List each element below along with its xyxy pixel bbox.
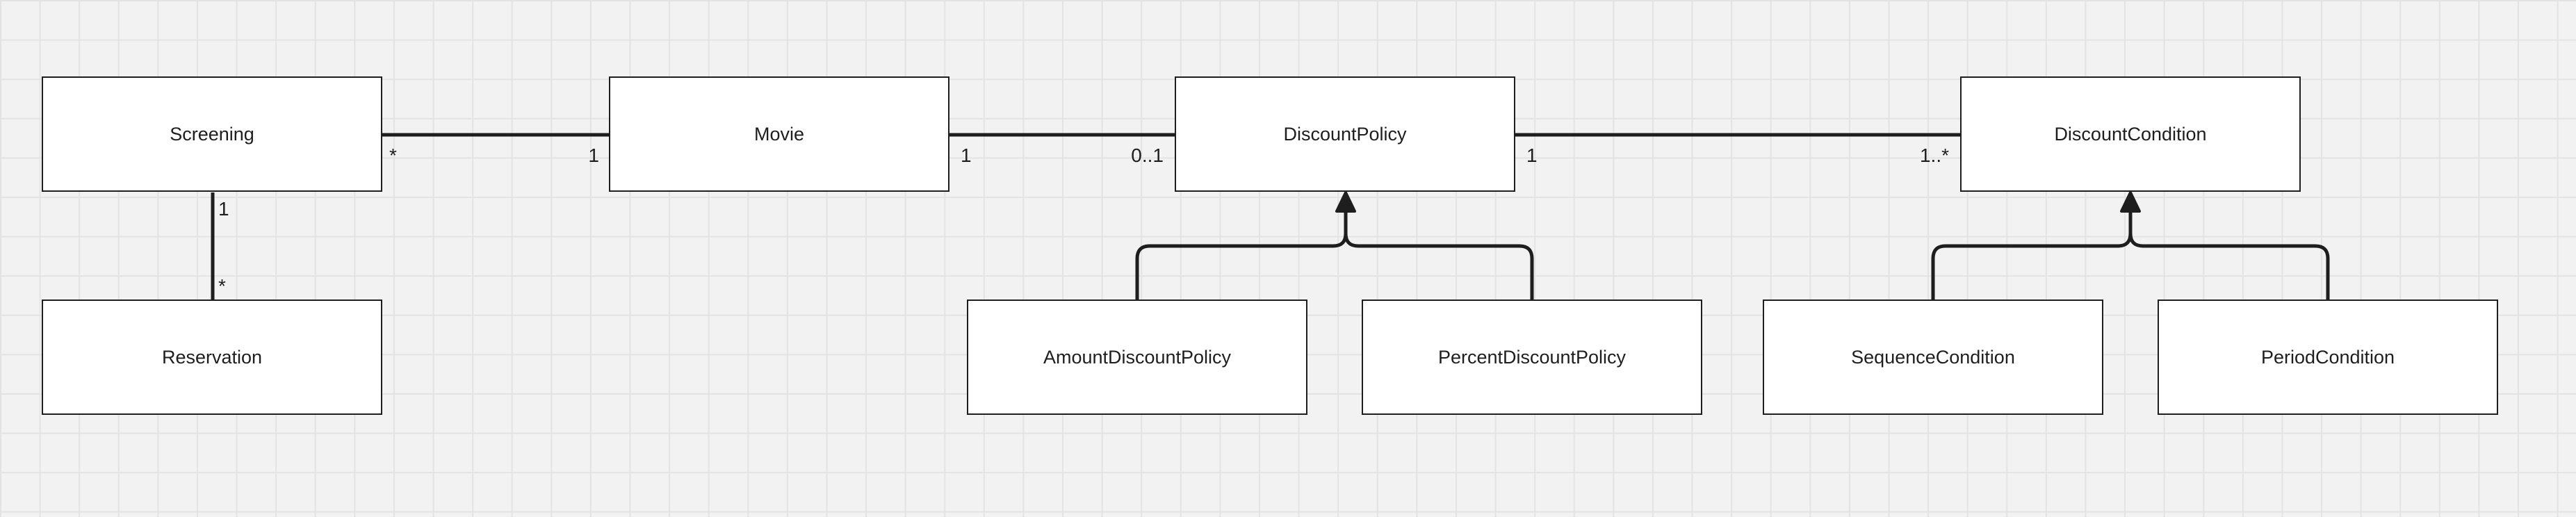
multiplicity-screening-movie-target: 1 <box>588 145 599 166</box>
class-name-period-condition: PeriodCondition <box>2260 346 2395 368</box>
multiplicity-movie-discount-policy-source: 1 <box>961 145 972 166</box>
class-name-percent-discount-policy: PercentDiscountPolicy <box>1437 346 1627 368</box>
class-name-amount-discount-policy: AmountDiscountPolicy <box>1043 346 1232 368</box>
class-discount-condition[interactable]: DiscountCondition <box>1960 76 2301 192</box>
inheritance-arrowhead-discount-condition <box>2120 191 2141 213</box>
class-period-condition[interactable]: PeriodCondition <box>2158 299 2498 415</box>
generalization-amount-discount-policy[interactable] <box>1135 208 1348 300</box>
generalization-period-condition[interactable] <box>2128 233 2330 300</box>
class-screening[interactable]: Screening <box>42 76 382 192</box>
inheritance-arrowhead-discount-policy <box>1335 191 1356 213</box>
class-name-discount-policy: DiscountPolicy <box>1283 123 1407 145</box>
generalization-percent-discount-policy[interactable] <box>1344 233 1534 300</box>
multiplicity-discount-policy-condition-source: 1 <box>1526 145 1538 166</box>
multiplicity-movie-discount-policy-target: 0..1 <box>1131 145 1164 166</box>
class-name-discount-condition: DiscountCondition <box>2054 123 2207 145</box>
class-movie[interactable]: Movie <box>609 76 949 192</box>
class-discount-policy[interactable]: DiscountPolicy <box>1175 76 1515 192</box>
class-reservation[interactable]: Reservation <box>42 299 382 415</box>
class-name-sequence-condition: SequenceCondition <box>1851 346 2015 368</box>
multiplicity-screening-reservation-source: 1 <box>218 198 229 220</box>
class-name-screening: Screening <box>170 123 254 145</box>
multiplicity-screening-movie-source: * <box>389 145 397 166</box>
class-amount-discount-policy[interactable]: AmountDiscountPolicy <box>967 299 1307 415</box>
multiplicity-discount-policy-condition-target: 1..* <box>1919 145 1949 166</box>
multiplicity-screening-reservation-target: * <box>218 275 226 297</box>
class-percent-discount-policy[interactable]: PercentDiscountPolicy <box>1362 299 1702 415</box>
class-name-movie: Movie <box>753 123 805 145</box>
generalization-sequence-condition[interactable] <box>1931 208 2133 300</box>
class-name-reservation: Reservation <box>161 346 263 368</box>
class-sequence-condition[interactable]: SequenceCondition <box>1763 299 2103 415</box>
